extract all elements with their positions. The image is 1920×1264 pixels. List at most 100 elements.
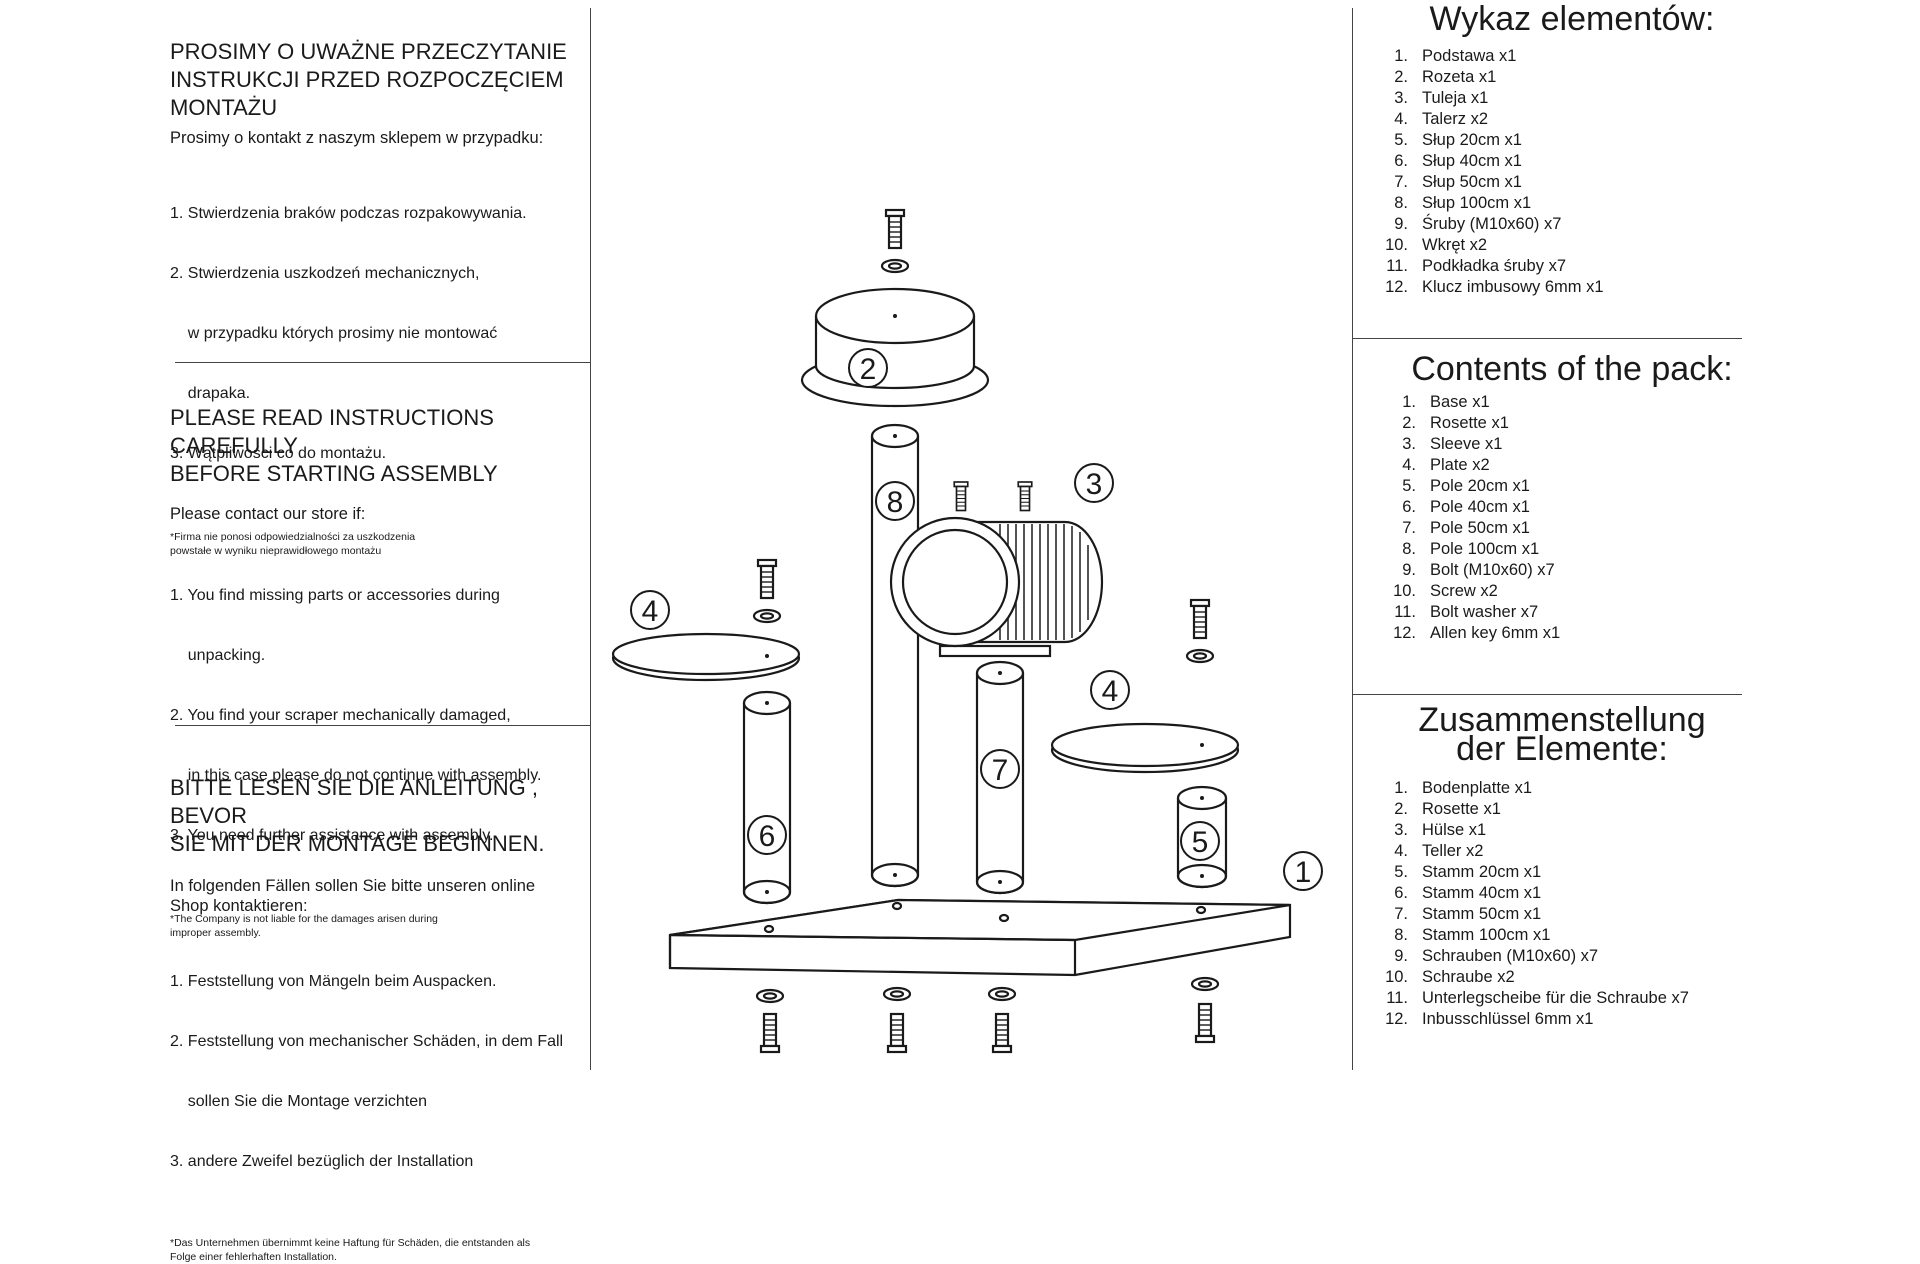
list-item: 4.Talerz x2: [1394, 110, 1489, 128]
bottom-washer-icon: [882, 986, 912, 1002]
screw-icon: [953, 481, 969, 512]
list-item: 11.Unterlegscheibe für die Schraube x7: [1386, 989, 1689, 1007]
list-item: 7.Stamm 50cm x1: [1394, 905, 1542, 923]
top-bolt-icon: [884, 208, 906, 250]
list-item: 11.Podkładka śruby x7: [1386, 257, 1566, 275]
parts-en-list: 1.Base x1 2.Rosette x1 3.Sleeve x1 4.Pla…: [1378, 392, 1560, 644]
list-item: 6.Słup 40cm x1: [1394, 152, 1522, 170]
callout-label: 7: [992, 754, 1009, 787]
list-item: 9.Bolt (M10x60) x7: [1402, 561, 1555, 579]
list-item: 8.Pole 100cm x1: [1402, 540, 1540, 558]
german-heading: BITTE LESEN SIE DIE ANLEITUNG , BEVOR SI…: [170, 775, 545, 856]
left-divider-1: [175, 362, 590, 363]
callout-label: 4: [1102, 675, 1119, 708]
list-item: unpacking.: [170, 647, 266, 664]
top-washer-icon: [880, 258, 910, 274]
list-item: 1. Stwierdzenia braków podczas rozpakowy…: [170, 205, 527, 222]
list-item: 3.Hülse x1: [1394, 821, 1487, 839]
list-item: 5.Słup 20cm x1: [1394, 131, 1522, 149]
base-part: [668, 898, 1292, 977]
list-item: 10.Screw x2: [1393, 582, 1498, 600]
list-item: 2.Rozeta x1: [1394, 68, 1497, 86]
list-item: 1.Podstawa x1: [1394, 47, 1517, 65]
parts-de-list: 1.Bodenplatte x1 2.Rosette x1 3.Hülse x1…: [1370, 778, 1689, 1030]
callout-label: 3: [1086, 468, 1103, 501]
left-divider-2: [175, 725, 590, 726]
list-item: 8.Stamm 100cm x1: [1394, 926, 1551, 944]
english-list: 1. You find missing parts or accessories…: [170, 546, 590, 886]
callout-label: 2: [860, 353, 877, 386]
right-divider-1: [1352, 338, 1742, 339]
list-item: 3.Tuleja x1: [1394, 89, 1489, 107]
callout-label: 8: [887, 486, 904, 519]
right-divider-2: [1352, 694, 1742, 695]
list-item: 4.Plate x2: [1402, 456, 1490, 474]
rosette-part: [800, 287, 990, 408]
list-item: in this case please do not continue with…: [170, 767, 542, 784]
assembly-diagram: 1 2 3 4 4 5 6 7 8: [611, 208, 1323, 1054]
english-note: *The Company is not liable for the damag…: [170, 913, 438, 939]
parts-pl-list: 1.Podstawa x1 2.Rozeta x1 3.Tuleja x1 4.…: [1370, 46, 1604, 298]
english-heading: PLEASE READ INSTRUCTIONS CAREFULLY BEFOR…: [170, 405, 498, 486]
right-column-divider: [1352, 8, 1353, 1070]
list-item: 2.Rosette x1: [1402, 414, 1509, 432]
list-item: 3. andere Zweifel bezüglich der Installa…: [170, 1153, 474, 1170]
pole-40cm-part: [742, 690, 792, 905]
list-item: 10.Wkręt x2: [1385, 236, 1488, 254]
german-instructions: BITTE LESEN SIE DIE ANLEITUNG , BEVOR SI…: [170, 774, 590, 1264]
right-washer-icon: [1185, 648, 1215, 664]
list-item: 1. Feststellung von Mängeln beim Auspack…: [170, 973, 497, 990]
list-item: 3. You need further assistance with asse…: [170, 827, 494, 844]
list-item: 5.Stamm 20cm x1: [1394, 863, 1542, 881]
list-item: 10.Schraube x2: [1385, 968, 1515, 986]
list-item: 6.Pole 40cm x1: [1402, 498, 1530, 516]
parts-pl-title: Wykaz elementów:: [1429, 0, 1715, 38]
list-item: 12.Klucz imbusowy 6mm x1: [1385, 278, 1604, 296]
list-item: 2.Rosette x1: [1394, 800, 1501, 818]
callout-label: 4: [642, 595, 659, 628]
left-washer-icon: [752, 608, 782, 624]
polish-intro: Prosimy o kontakt z naszym sklepem w prz…: [170, 129, 544, 147]
list-item: 1.Bodenplatte x1: [1394, 779, 1533, 797]
german-list: 1. Feststellung von Mängeln beim Auspack…: [170, 932, 590, 1212]
callout-label: 6: [759, 820, 776, 853]
list-item: sollen Sie die Montage verzichten: [170, 1093, 428, 1110]
list-item: 12.Allen key 6mm x1: [1393, 624, 1561, 642]
list-item: 7.Pole 50cm x1: [1402, 519, 1530, 537]
bottom-bolt-icon: [759, 1012, 781, 1054]
plate-right-part: [1050, 722, 1240, 774]
list-item: 12.Inbusschlüssel 6mm x1: [1385, 1010, 1594, 1028]
list-item: 6.Stamm 40cm x1: [1394, 884, 1542, 902]
callout-label: 1: [1295, 856, 1312, 889]
bottom-washer-icon: [987, 986, 1017, 1002]
polish-list: 1. Stwierdzenia braków podczas rozpakowy…: [170, 164, 590, 504]
list-item: 7.Słup 50cm x1: [1394, 173, 1522, 191]
list-item: 1. You find missing parts or accessories…: [170, 587, 500, 604]
screw-icon: [1017, 481, 1033, 512]
bottom-bolt-icon: [991, 1012, 1013, 1054]
list-item: 3.Sleeve x1: [1402, 435, 1503, 453]
parts-en-title: Contents of the pack:: [1411, 350, 1733, 388]
list-item: 1.Base x1: [1402, 393, 1490, 411]
left-bolt-icon: [756, 558, 778, 600]
list-item: 3. Wątpliwości co do montażu.: [170, 445, 387, 462]
bottom-washer-icon: [1190, 976, 1220, 992]
list-item: 4.Teller x2: [1394, 842, 1484, 860]
right-bolt-icon: [1189, 598, 1211, 640]
bottom-bolt-icon: [1194, 1002, 1216, 1044]
list-item: 9.Śruby (M10x60) x7: [1394, 215, 1562, 233]
bottom-washer-icon: [755, 988, 785, 1004]
sleeve-part: [889, 516, 1104, 658]
list-item: 9.Schrauben (M10x60) x7: [1394, 947, 1599, 965]
list-item: 2. Stwierdzenia uszkodzeń mechanicznych,: [170, 265, 480, 282]
polish-instructions: PROSIMY O UWAŻNE PRZECZYTANIE INSTRUKCJI…: [170, 38, 590, 558]
list-item: w przypadku których prosimy nie montować: [170, 325, 498, 342]
bottom-bolt-icon: [886, 1012, 908, 1054]
plate-left-part: [611, 632, 801, 682]
english-intro: Please contact our store if:: [170, 505, 366, 523]
polish-note: *Firma nie ponosi odpowiedzialności za u…: [170, 531, 416, 557]
german-intro: In folgenden Fällen sollen Sie bitte uns…: [170, 877, 536, 915]
polish-heading: PROSIMY O UWAŻNE PRZECZYTANIE INSTRUKCJI…: [170, 39, 567, 120]
callout-label: 5: [1192, 826, 1209, 859]
list-item: drapaka.: [170, 385, 251, 402]
